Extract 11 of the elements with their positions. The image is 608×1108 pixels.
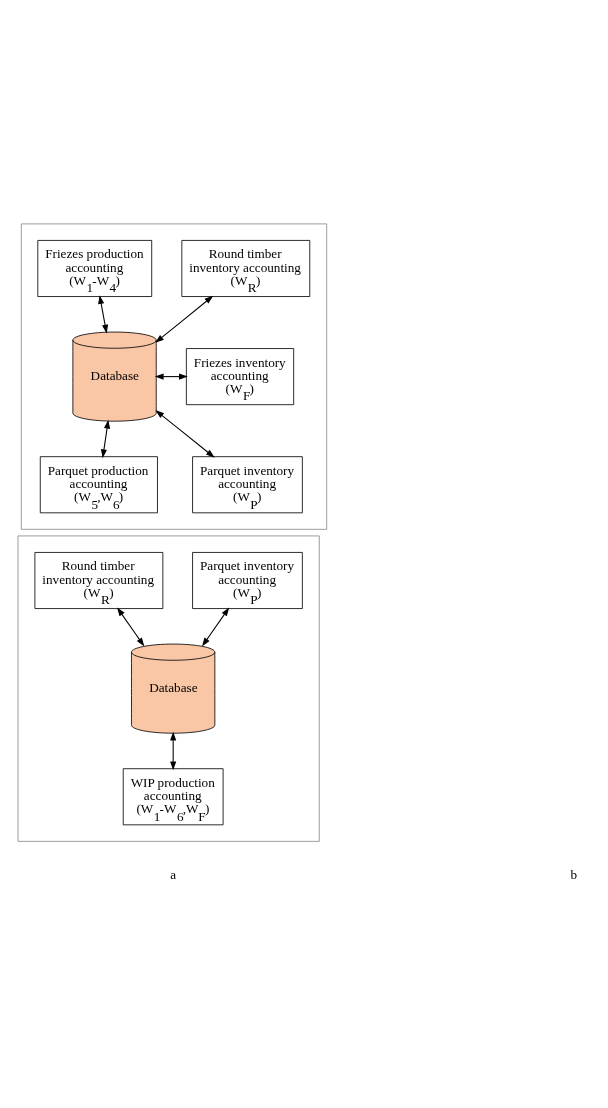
cluster <box>17 535 320 842</box>
arrow <box>170 731 177 770</box>
label: a <box>170 866 177 882</box>
arrow <box>117 606 145 646</box>
arrow <box>100 419 111 458</box>
arrow <box>155 295 214 343</box>
label: b <box>570 866 578 882</box>
arrow <box>202 606 230 646</box>
cluster <box>20 223 328 530</box>
arrow <box>98 294 109 334</box>
arrow <box>155 409 215 458</box>
